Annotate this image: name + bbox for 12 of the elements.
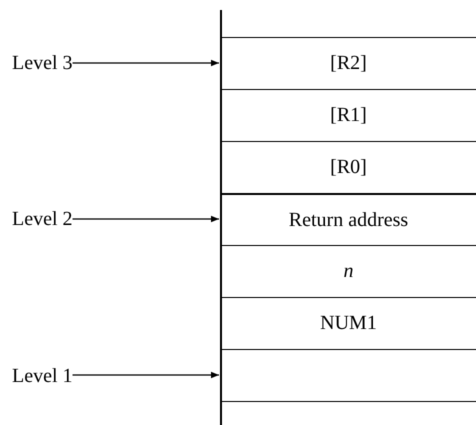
cell-text: Return address [288, 208, 408, 232]
arrow [72, 60, 219, 66]
level-label: Level 3 [12, 51, 73, 75]
cell-text: NUM1 [320, 312, 377, 335]
cell-text: [R1] [330, 104, 367, 127]
cell-text: [R0] [330, 156, 367, 179]
cell-text: [R2] [330, 52, 367, 75]
arrow [72, 216, 219, 222]
cell-text: n [344, 260, 354, 283]
level-label: Level 2 [12, 207, 73, 231]
level-label: Level 1 [12, 364, 73, 388]
arrow [72, 372, 219, 378]
